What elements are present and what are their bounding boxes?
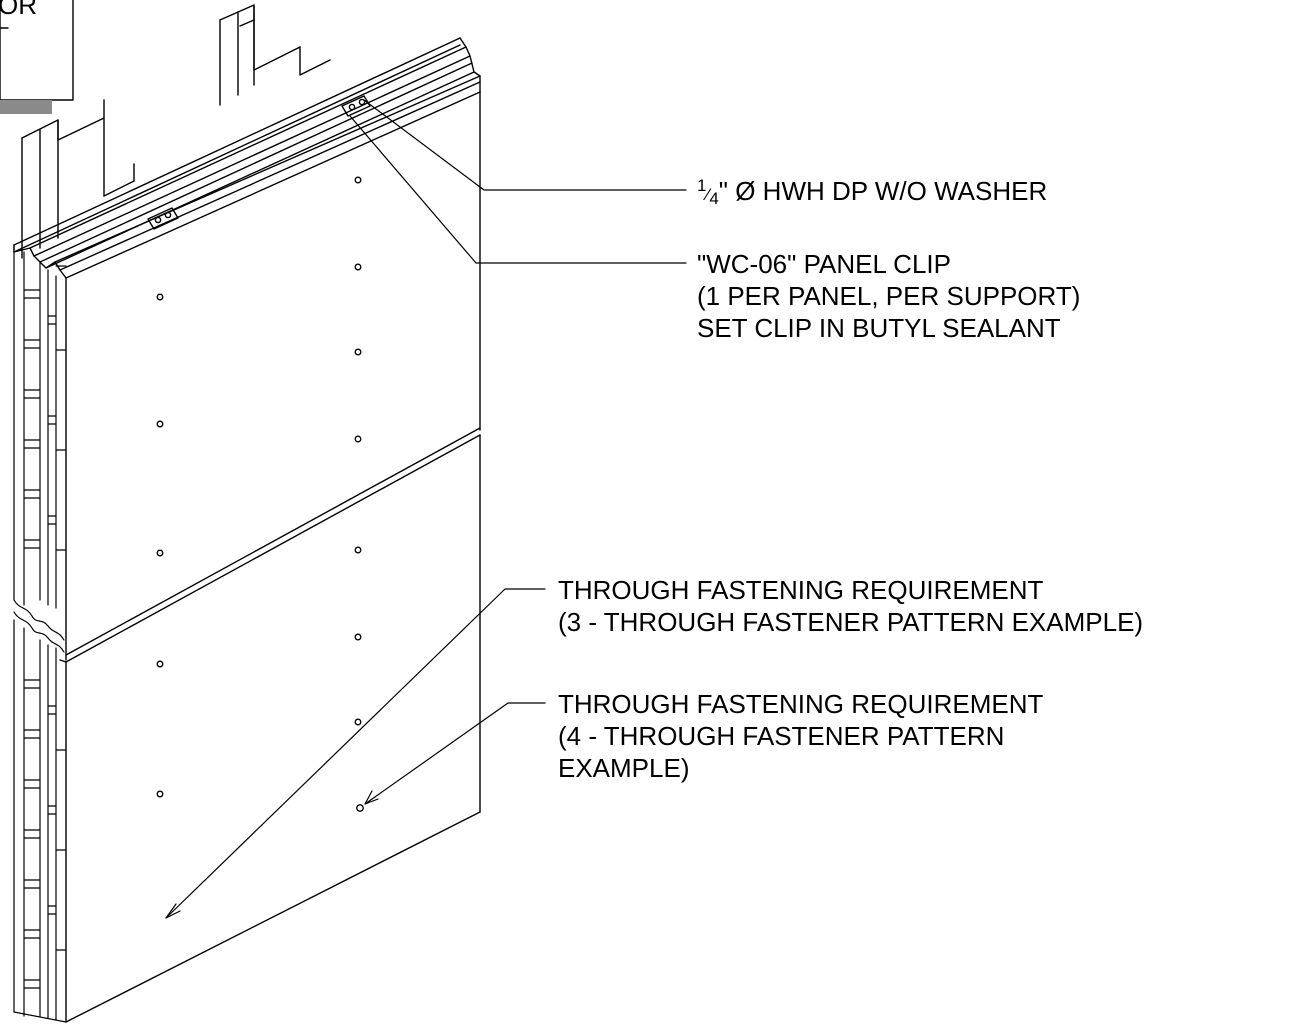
upper-panel bbox=[59, 91, 481, 663]
steel-support-right bbox=[219, 4, 331, 106]
leader-three-pattern bbox=[165, 588, 546, 919]
callout-four-line-2: (4 - THROUGH FASTENER PATTERN bbox=[558, 721, 1005, 751]
callout-four-pattern-label: THROUGH FASTENING REQUIREMENT (4 - THROU… bbox=[558, 688, 1043, 784]
callout-washer-text: " Ø HWH DP W/O WASHER bbox=[718, 176, 1048, 206]
leader-four-pattern bbox=[364, 702, 546, 805]
callout-clip-line-1: "WC-06" PANEL CLIP bbox=[697, 249, 951, 279]
panel-top-rib bbox=[13, 37, 481, 279]
panel-edge-side bbox=[13, 244, 67, 1023]
callout-four-line-3: EXAMPLE) bbox=[558, 753, 690, 783]
steel-support-left bbox=[21, 99, 135, 259]
leader-clip bbox=[349, 115, 687, 264]
callout-washer-label: 1⁄4" Ø HWH DP W/O WASHER bbox=[697, 175, 1047, 211]
fraction-denominator: 4 bbox=[709, 189, 719, 208]
callout-washer-line: 1⁄4" Ø HWH DP W/O WASHER bbox=[697, 175, 1047, 211]
callout-three-line-1: THROUGH FASTENING REQUIREMENT bbox=[558, 575, 1044, 605]
quarter-fraction: 1⁄4 bbox=[697, 176, 719, 208]
panel-clip-upper bbox=[341, 95, 371, 117]
fraction-numerator: 1 bbox=[697, 176, 707, 195]
callout-clip-label: "WC-06" PANEL CLIP (1 PER PANEL, PER SUP… bbox=[697, 248, 1080, 344]
callout-three-line-2: (3 - THROUGH FASTENER PATTERN EXAMPLE) bbox=[558, 607, 1144, 637]
callout-clip-line-2: (1 PER PANEL, PER SUPPORT) bbox=[697, 281, 1081, 311]
panel-clip-lower bbox=[147, 207, 179, 230]
callout-clip-line-3: SET CLIP IN BUTYL SEALANT bbox=[697, 313, 1061, 343]
through-fasteners bbox=[156, 176, 364, 812]
lower-panel bbox=[65, 434, 481, 1023]
callout-three-pattern-label: THROUGH FASTENING REQUIREMENT (3 - THROU… bbox=[558, 574, 1143, 638]
clipped-note-text: OR bbox=[0, 0, 37, 20]
clipped-note-box: OR bbox=[0, 0, 74, 114]
leader-washer bbox=[363, 99, 687, 191]
callout-four-line-1: THROUGH FASTENING REQUIREMENT bbox=[558, 689, 1044, 719]
